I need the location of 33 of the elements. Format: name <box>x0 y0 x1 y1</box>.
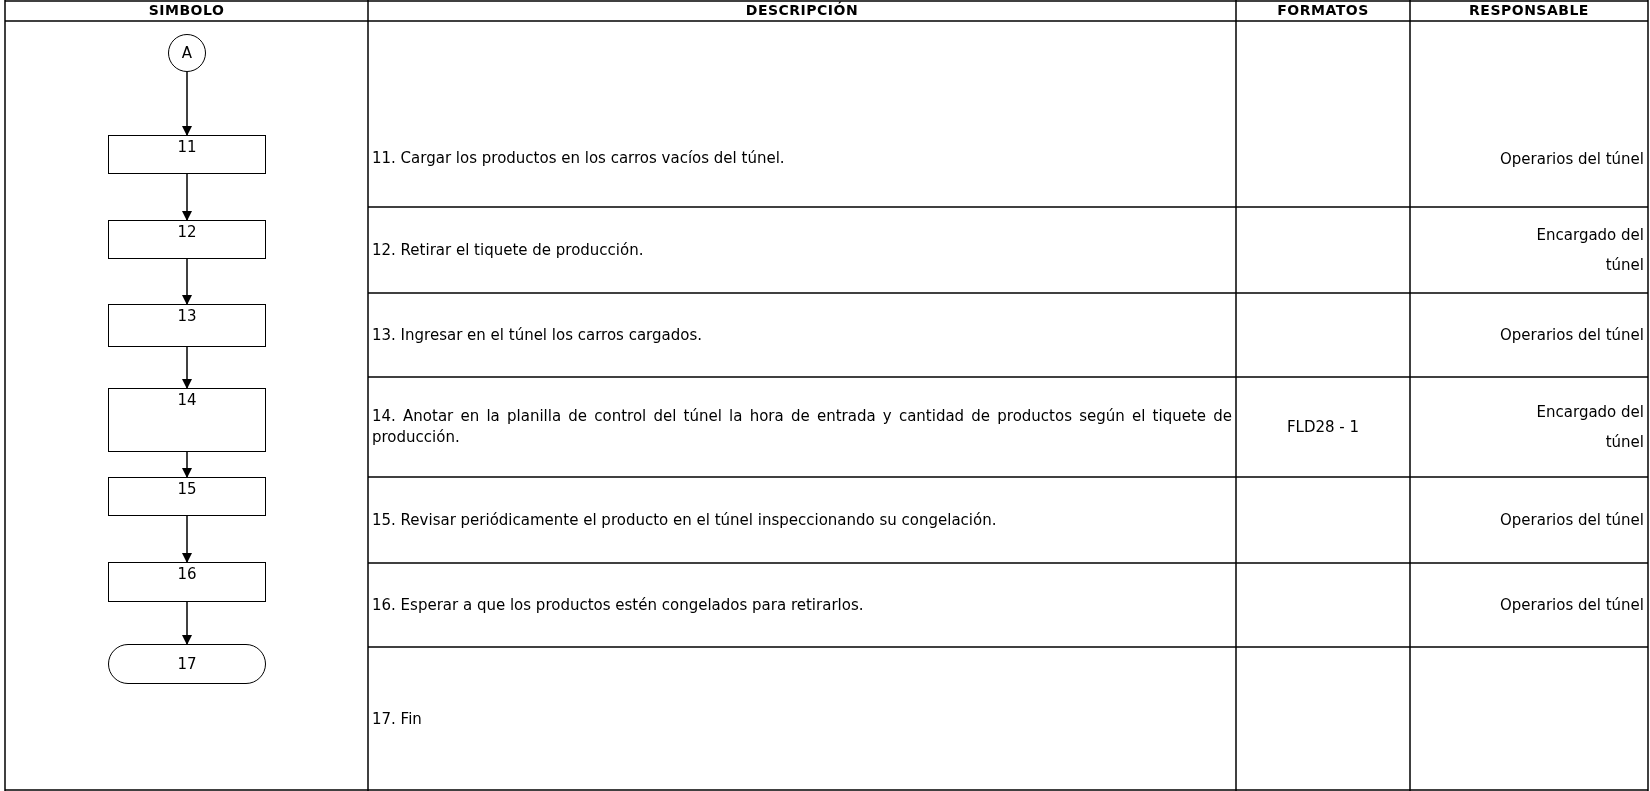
process-box: 15 <box>108 477 266 516</box>
process-box: 12 <box>108 220 266 259</box>
arrow <box>182 451 192 478</box>
step-description: 11. Cargar los productos en los carros vacíos del túnel. <box>372 148 786 169</box>
step-description: 12. Retirar el tiquete de producción. <box>372 239 645 261</box>
process-box: 11 <box>108 135 266 174</box>
column-header: SIMBOLO <box>148 1 225 20</box>
responsible-role: Encargado del túnel <box>1535 402 1644 453</box>
column-header: FORMATOS <box>1277 1 1369 20</box>
arrow <box>182 173 192 221</box>
process-box: 14 <box>108 388 266 452</box>
process-box: 13 <box>108 304 266 347</box>
step-description: 14. Anotar en la planilla de control del túnel la hora de entrada y cantidad de productos según el tiquete de producción. <box>372 406 1232 448</box>
column-header: RESPONSABLE <box>1469 1 1589 20</box>
arrow <box>182 258 192 305</box>
process-box: 16 <box>108 562 266 602</box>
arrow <box>182 515 192 563</box>
column-header: DESCRIPCIÓN <box>745 0 859 20</box>
responsible-role: Operarios del túnel <box>1499 325 1644 346</box>
step-description: 16. Esperar a que los productos estén congelados para retirarlos. <box>372 594 865 616</box>
responsible-role: Operarios del túnel <box>1499 595 1644 616</box>
step-description: 17. Fin <box>372 708 423 730</box>
terminal-shape: 17 <box>108 644 266 684</box>
arrow <box>182 346 192 389</box>
responsible-role: Operarios del túnel <box>1499 148 1644 170</box>
arrow <box>182 71 192 136</box>
step-description: 15. Revisar periódicamente el producto en el túnel inspeccionando su congelación. <box>372 509 998 531</box>
responsible-role: Operarios del túnel <box>1499 510 1644 531</box>
format-code: FLD28 - 1 <box>1286 416 1360 438</box>
arrow <box>182 601 192 645</box>
responsible-role: Encargado del túnel <box>1535 225 1644 276</box>
step-description: 13. Ingresar en el túnel los carros cargados. <box>372 324 703 346</box>
connector-circle: A <box>168 34 206 72</box>
